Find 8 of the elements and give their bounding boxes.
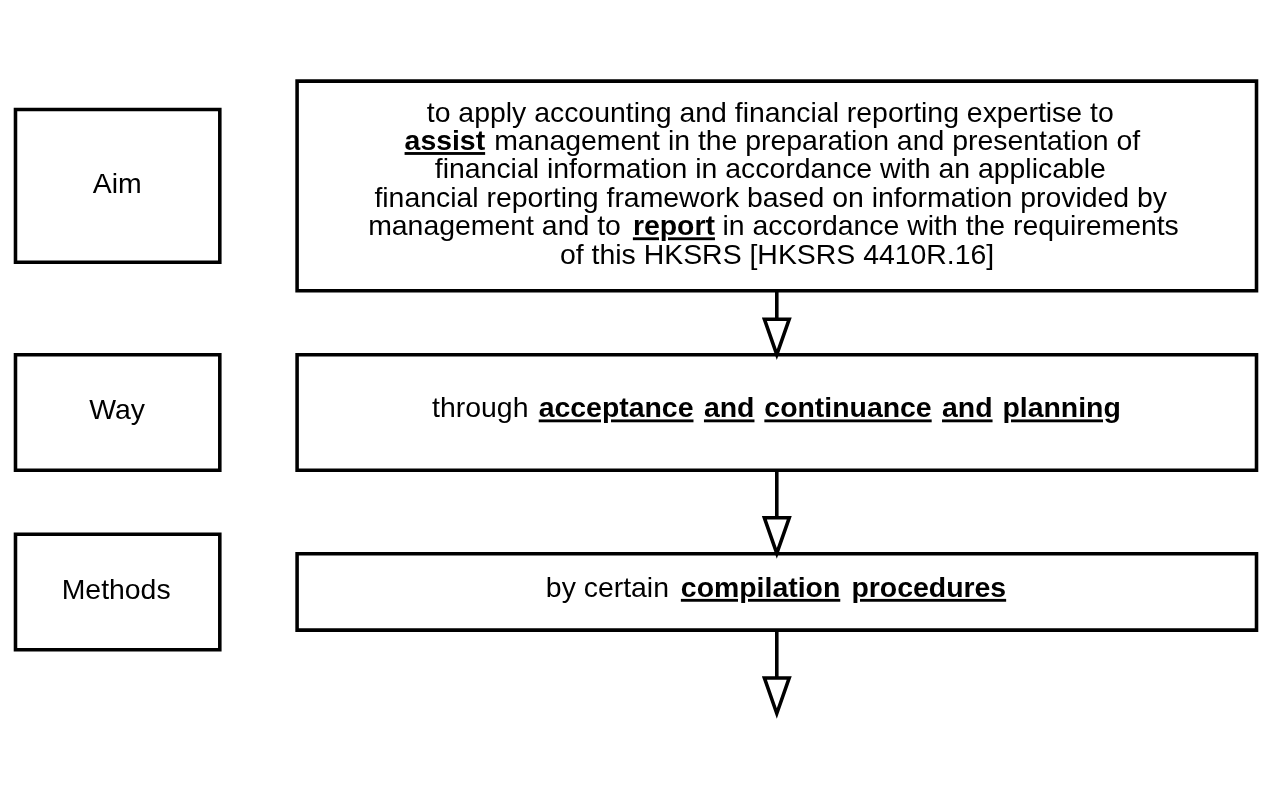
node-box: by certain compilation procedures [295,551,1259,632]
node-box: Methods [13,532,222,652]
arrow [761,291,792,361]
node-box: Way [13,352,222,472]
node-box: through acceptance and continuance and planning [295,352,1259,472]
arrow [761,470,792,559]
node-box: Aim [13,107,222,265]
arrow [761,630,792,719]
